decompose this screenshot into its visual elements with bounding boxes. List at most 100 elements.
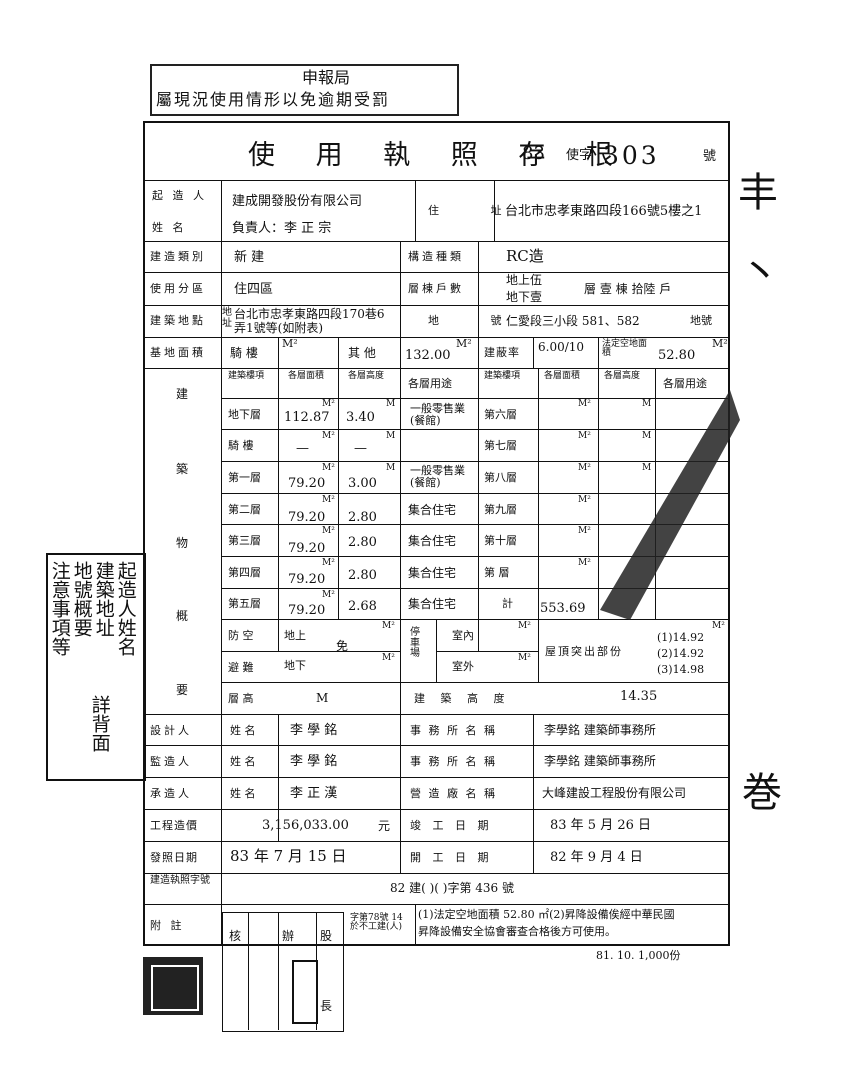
license-word: 使字: [566, 148, 593, 163]
structure-label: 構造種類: [408, 250, 464, 263]
applicant-address: 台北市忠孝東路四段166號5樓之1: [505, 204, 703, 219]
license-form: [143, 121, 730, 946]
contractor-name: 李 正 漢: [290, 786, 338, 801]
height-2: 2.80: [348, 510, 377, 525]
lot-suffix: 地號: [690, 314, 712, 327]
approval-col-1: 核: [229, 929, 242, 943]
other-value: 132.00: [405, 348, 451, 363]
floor-arcade: 騎 樓: [228, 439, 254, 452]
unit-parking-out: M²: [518, 653, 531, 663]
arcade-unit: M²: [282, 337, 298, 350]
supervisor-label: 監造人: [150, 755, 192, 768]
floor-height-label: 層 高: [228, 692, 254, 705]
note-label: 附 註: [150, 919, 185, 932]
header-use-1: 各層用途: [408, 377, 452, 390]
floors-units: 層 壹 棟 拾陸 戶: [584, 282, 672, 296]
unit-area-5: M²: [322, 590, 335, 600]
area-3: 79.20: [288, 541, 326, 556]
cost-unit: 元: [378, 819, 391, 833]
supervisor-office: 李學銘 建築師事務所: [544, 754, 656, 768]
height-3: 2.80: [348, 535, 377, 550]
roof-label: 屋頂突出部份: [545, 645, 623, 658]
unit-area-b1: M²: [322, 399, 335, 409]
unit-area-6: M²: [578, 399, 591, 409]
floors-label: 層棟戶數: [408, 282, 464, 295]
note-text-1: (1)法定空地面積 52.80 ㎡(2)昇降設備俟經中華民國: [418, 908, 675, 921]
applicant-label-b: 姓 名: [152, 221, 187, 234]
note-text-2: 昇降設備安全協會審查合格後方可使用。: [418, 925, 616, 938]
floor-2: 第二層: [228, 503, 261, 516]
license-suffix: 號: [703, 149, 717, 164]
unit-shelter-above: M²: [382, 621, 395, 631]
open-space-value: 52.80: [658, 348, 696, 363]
applicant-company: 建成開發股份有限公司: [232, 194, 363, 209]
zone-label: 使用分區: [150, 282, 206, 295]
start-label: 開 工 日 期: [410, 851, 493, 864]
unit-area-arcade: M²: [322, 431, 335, 441]
unit-area-1: M²: [322, 463, 335, 473]
print-info: 81. 10. 1,000份: [596, 949, 681, 962]
unit-shelter-below: M²: [382, 653, 395, 663]
area-b1: 112.87: [284, 410, 330, 425]
other-unit: M²: [456, 337, 472, 350]
side-note-col-4: 注意事項等: [48, 561, 71, 656]
side-note-col-2: 建築地址: [92, 561, 115, 637]
supervisor-name: 李 學 銘: [290, 754, 338, 769]
build-type-label: 建造類別: [150, 250, 206, 263]
unit-area-7: M²: [578, 431, 591, 441]
contractor-firm-label: 營 造 廠 名 稱: [410, 787, 497, 800]
contractor-name-label: 姓 名: [230, 787, 256, 800]
applicant-owner: 負責人：李 正 宗: [232, 221, 332, 236]
header-height-2: 各層高度: [604, 371, 641, 381]
designer-name: 李 學 銘: [290, 723, 338, 738]
shelter-below: 地下: [284, 659, 306, 672]
shelter-above: 地上: [284, 629, 306, 642]
unit-height-7: M: [642, 431, 652, 441]
roof-value-2: (2)14.92: [657, 647, 705, 660]
floor2-8: 第八層: [484, 471, 517, 484]
floor-4: 第四層: [228, 566, 261, 579]
notice-line-2: 屬現況使用情形以免逾期受罰: [156, 90, 391, 109]
issue-date: 83 年 7 月 15 日: [230, 847, 347, 865]
issue-label: 發照日期: [150, 851, 198, 864]
unit-roof: M²: [712, 621, 725, 631]
approval-col-2: 辦: [282, 929, 295, 943]
roof-value-3: (3)14.98: [657, 663, 705, 676]
use-5: 集合住宅: [408, 597, 457, 611]
floor2-10: 第十層: [484, 534, 517, 547]
parking-outdoor: 室外: [452, 660, 474, 673]
floor2-total-label: 計: [502, 597, 513, 610]
building-side-3: 物: [176, 536, 189, 550]
building-side-5: 要: [176, 683, 189, 697]
height-b1: 3.40: [346, 410, 375, 425]
approval-chop: [292, 960, 318, 1024]
start-date: 82 年 9 月 4 日: [550, 850, 643, 865]
permit-label: 建造執照字號: [150, 875, 210, 886]
floor2-9: 第九層: [484, 503, 517, 516]
unit-area-9: M²: [578, 495, 591, 505]
height-arcade: —: [354, 441, 367, 456]
unit-area-10: M²: [578, 526, 591, 536]
coverage-label: 建蔽率: [484, 346, 520, 359]
handwriting-mark-2: 丶: [740, 250, 780, 296]
cost-value: 3,156,033.00: [262, 818, 349, 833]
completion-date: 83 年 5 月 26 日: [550, 818, 652, 833]
side-note-col-1: 起造人姓名: [114, 561, 137, 656]
contractor-firm: 大峰建設工程股份有限公司: [542, 786, 687, 800]
area-1: 79.20: [288, 476, 326, 491]
unit-height-b1: M: [386, 399, 396, 409]
supervisor-office-label: 事 務 所 名 稱: [410, 755, 497, 768]
notice-stamp: 申報局 屬現況使用情形以免逾期受罰: [150, 64, 459, 116]
form-title: 使 用 執 照 存 根: [248, 140, 629, 171]
designer-office-label: 事 務 所 名 稱: [410, 724, 497, 737]
area-4: 79.20: [288, 572, 326, 587]
lot-value: 仁愛段三小段 581、582: [506, 314, 640, 328]
arcade-label: 騎 樓: [230, 346, 258, 360]
building-side-1: 建: [176, 387, 189, 401]
use-1: 一般零售業(餐館): [410, 464, 465, 489]
handwriting-mark-3: 巻: [742, 770, 782, 816]
site-label: 建築地點: [150, 314, 206, 327]
floor2-7: 第七層: [484, 439, 517, 452]
floor-5: 第五層: [228, 597, 261, 610]
